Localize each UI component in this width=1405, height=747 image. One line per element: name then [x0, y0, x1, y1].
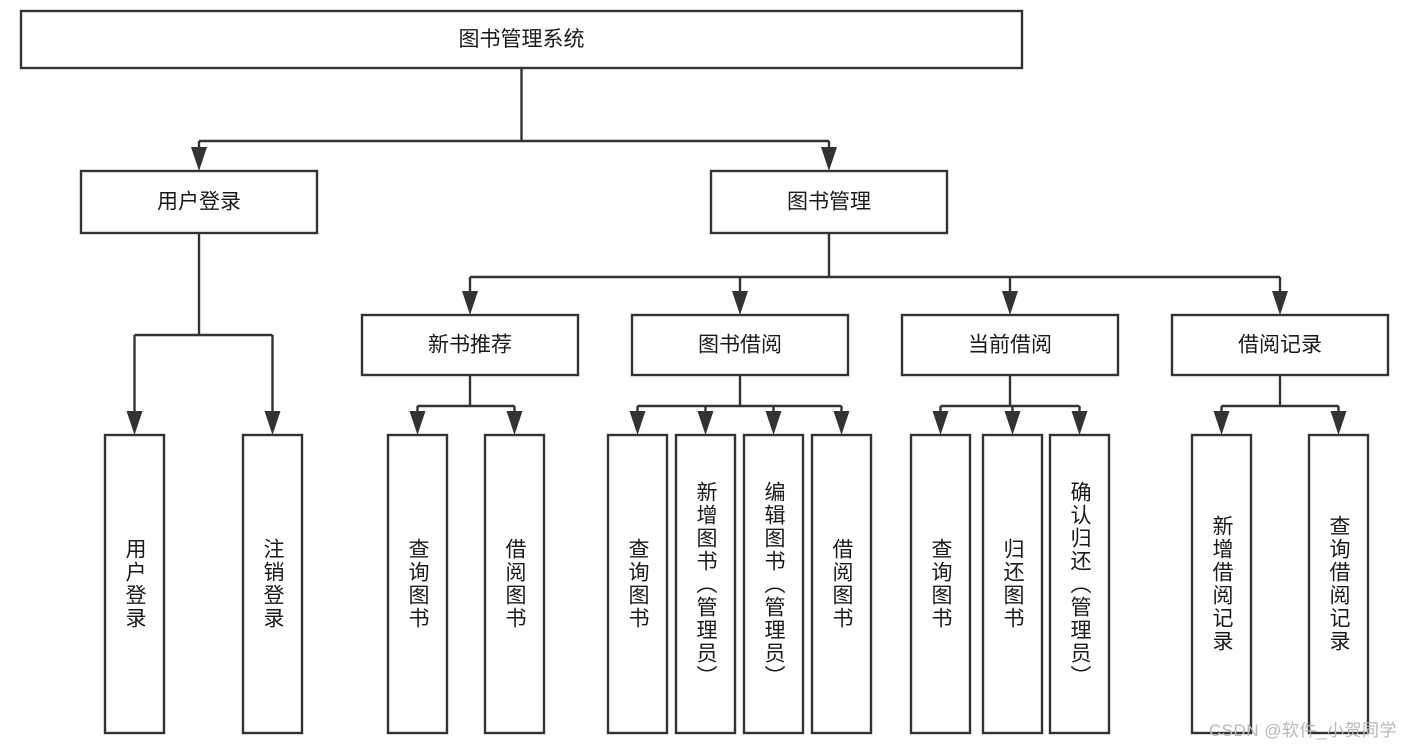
arrow-leaf-1-head: [264, 411, 281, 435]
arrow-level3-3-head: [1272, 291, 1288, 315]
leaf-box-12[interactable]: [1307, 433, 1370, 735]
csdn-watermark: CSDN @软件_小贺同学: [1208, 721, 1397, 740]
level3-box-3[interactable]: [1170, 313, 1390, 377]
arrow-leaf-6-head: [765, 411, 782, 435]
level2-label-1: 图书管理: [787, 191, 871, 214]
leaf-box-10[interactable]: [1048, 433, 1111, 735]
arrow-leaf-2-head: [409, 411, 426, 435]
root-box[interactable]: [19, 9, 1024, 70]
arrow-leaf-11-head: [1213, 411, 1230, 435]
leaf-box-3[interactable]: [483, 433, 546, 735]
arrow-leaf-7-head: [833, 411, 850, 435]
root-label: 图书管理系统: [459, 28, 585, 51]
boxes-layer: [19, 9, 1390, 735]
level3-box-1[interactable]: [630, 313, 850, 377]
arrow-leaf-0-head: [126, 411, 143, 435]
arrow-level2-1-head: [821, 147, 837, 171]
arrow-leaf-10-head: [1071, 411, 1088, 435]
level3-label-1: 图书借阅: [698, 334, 782, 357]
level3-box-0[interactable]: [360, 313, 580, 377]
arrow-leaf-12-head: [1330, 411, 1347, 435]
arrow-level3-0-head: [462, 291, 478, 315]
leaf-box-11[interactable]: [1190, 433, 1253, 735]
leaf-box-6[interactable]: [742, 433, 805, 735]
level2-label-0: 用户登录: [157, 191, 241, 214]
arrow-leaf-8-head: [932, 411, 949, 435]
level2-box-0[interactable]: [79, 169, 319, 235]
leaf-box-8[interactable]: [909, 433, 972, 735]
leaf-box-4[interactable]: [606, 433, 669, 735]
leaf-box-9[interactable]: [981, 433, 1044, 735]
leaf-box-2[interactable]: [386, 433, 449, 735]
level2-box-1[interactable]: [709, 169, 949, 235]
arrow-leaf-4-head: [629, 411, 646, 435]
arrow-leaf-9-head: [1004, 411, 1021, 435]
arrow-leaf-3-head: [506, 411, 523, 435]
level3-label-2: 当前借阅: [968, 334, 1052, 357]
leaf-box-1[interactable]: [241, 433, 304, 735]
arrow-leaf-5-head: [697, 411, 714, 435]
level3-box-2[interactable]: [900, 313, 1120, 377]
level3-label-0: 新书推荐: [428, 334, 512, 357]
arrow-level3-2-head: [1002, 291, 1018, 315]
connectors-layer: [126, 68, 1347, 435]
arrow-level2-0-head: [191, 147, 207, 171]
leaf-box-0[interactable]: [103, 433, 166, 735]
leaf-box-7[interactable]: [810, 433, 873, 735]
leaf-box-5[interactable]: [674, 433, 737, 735]
arrow-level3-1-head: [732, 291, 748, 315]
level3-label-3: 借阅记录: [1238, 334, 1322, 357]
